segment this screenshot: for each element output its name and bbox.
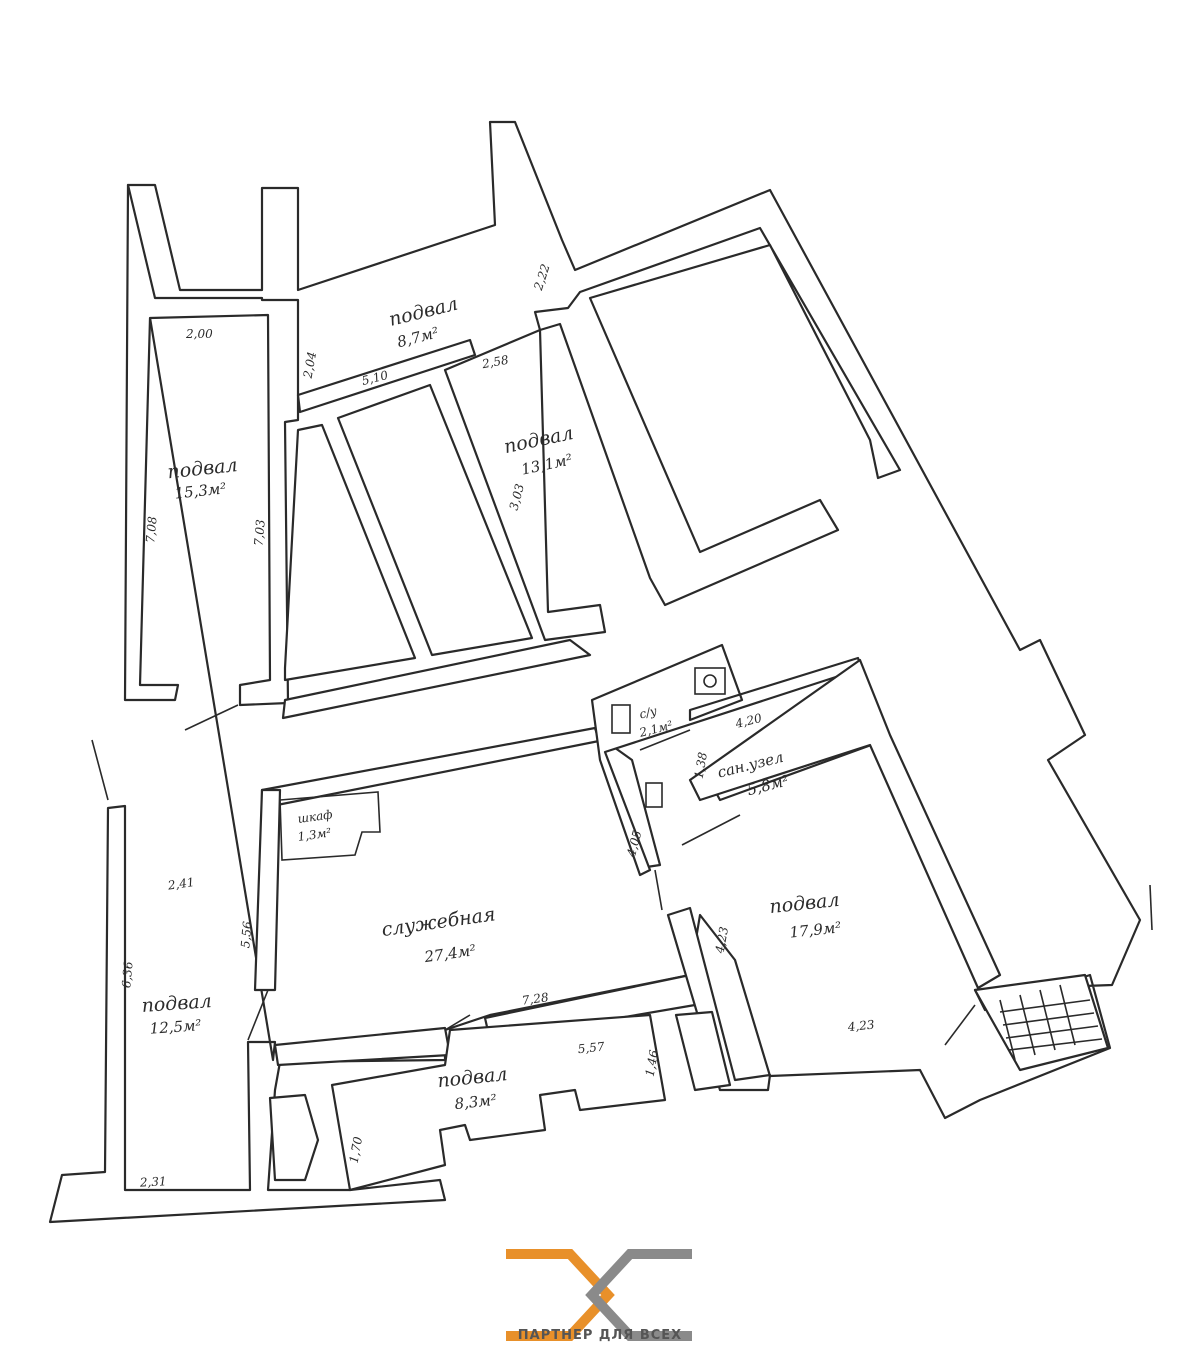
partition-1 bbox=[283, 423, 417, 682]
wall-room-17-9-left bbox=[666, 906, 772, 1092]
dimension-label: 2,31 bbox=[139, 1174, 167, 1189]
toilet-fixture bbox=[611, 667, 726, 808]
partition-2 bbox=[336, 383, 534, 657]
dimension-label: 7,03 bbox=[251, 518, 267, 546]
dimension-label: 2,04 bbox=[301, 351, 320, 381]
wall-service-left bbox=[253, 788, 282, 992]
wall-room-17-9 bbox=[688, 658, 1002, 990]
partner-logo bbox=[506, 1249, 692, 1341]
dimension-label: 5,10 bbox=[360, 368, 390, 388]
closet-right bbox=[674, 1010, 732, 1092]
room-area: 15,3м² bbox=[174, 479, 227, 502]
dimension-label: 4,20 bbox=[733, 711, 764, 731]
dimension-lines bbox=[91, 704, 1153, 1046]
dimension-label: 2,41 bbox=[166, 875, 195, 893]
dimension-label: 4,23 bbox=[713, 925, 732, 955]
dimension-label: 1,38 bbox=[692, 751, 710, 780]
dimension-label: 5,57 bbox=[577, 1039, 605, 1056]
walls bbox=[48, 120, 1153, 1224]
room-area: 12,5м² bbox=[149, 1016, 202, 1038]
closet-left bbox=[268, 1093, 320, 1182]
wall-room-8-7 bbox=[296, 338, 477, 414]
wall-room-15 bbox=[123, 183, 300, 707]
wall-room-8-3 bbox=[330, 1013, 667, 1192]
closet-shkaf bbox=[279, 791, 381, 861]
dimension-label: 5,56 bbox=[238, 920, 254, 948]
room-name: подвал bbox=[141, 990, 213, 1017]
dimension-label: 7,28 bbox=[521, 990, 550, 1008]
room-name: шкаф bbox=[297, 807, 334, 826]
dimension-label: 6,36 bbox=[119, 960, 135, 988]
partition-4 bbox=[533, 226, 902, 607]
dimension-label: 4,23 bbox=[846, 1017, 875, 1034]
dimension-label: 1,70 bbox=[347, 1135, 365, 1164]
room-name: с/у bbox=[638, 704, 659, 722]
corridor-upper bbox=[281, 638, 592, 720]
logo-gray-stroke bbox=[585, 1249, 692, 1341]
dimension-labels: 2,22 2,00 2,04 5,10 2,58 7,08 7,03 3,03 … bbox=[119, 262, 875, 1189]
dimension-label: 1,46 bbox=[643, 1049, 661, 1078]
logo-orange-stroke bbox=[506, 1249, 615, 1341]
dimension-label: 4,05 bbox=[624, 829, 645, 859]
dimension-label: 2,58 bbox=[480, 353, 510, 372]
dimension-label: 2,00 bbox=[185, 327, 213, 341]
room-area: 8,3м² bbox=[454, 1091, 498, 1113]
dimension-label: 7,08 bbox=[143, 515, 159, 543]
staircase bbox=[973, 973, 1110, 1072]
room-area: 17,9м² bbox=[789, 918, 842, 941]
room-area: 1,3м² bbox=[297, 825, 333, 844]
dimension-label: 3,03 bbox=[507, 482, 528, 512]
logo-caption: ПАРТНЕР ДЛЯ ВСЕХ bbox=[517, 1328, 683, 1343]
